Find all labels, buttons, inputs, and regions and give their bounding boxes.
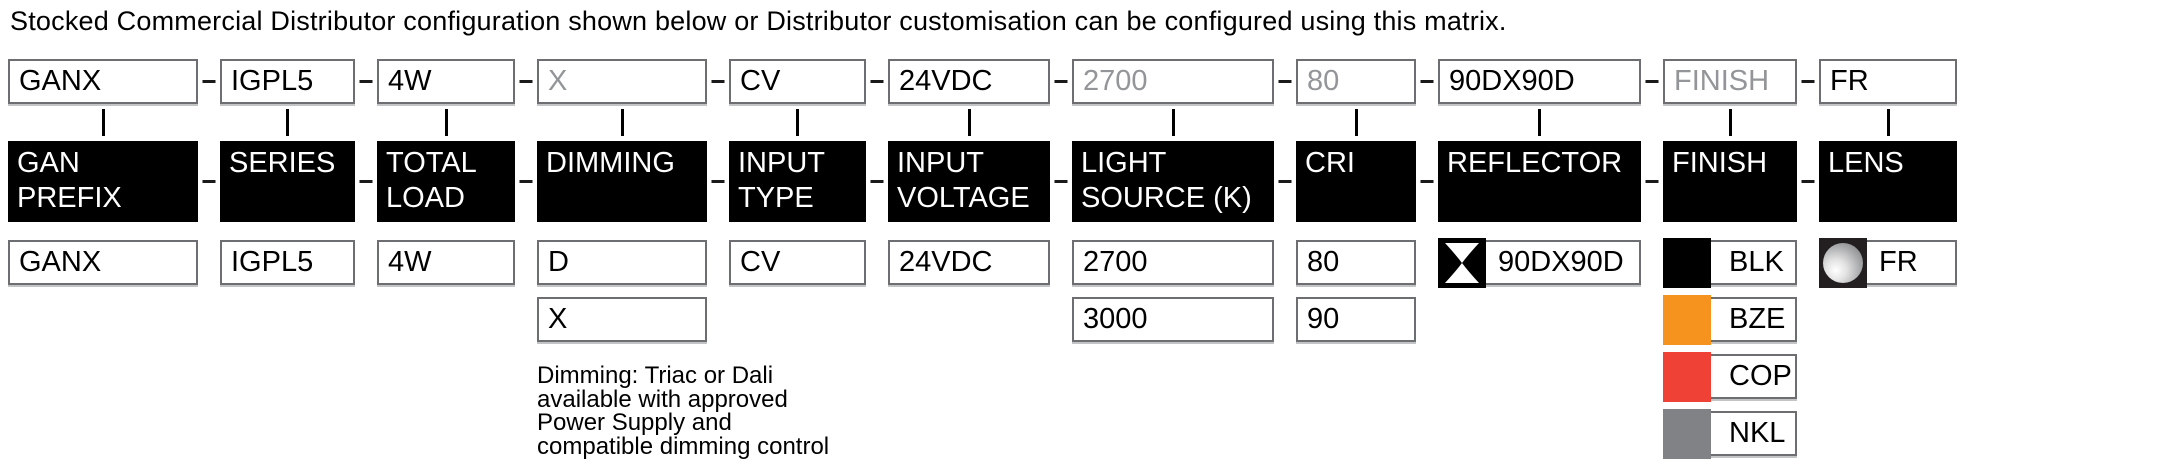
config-code-dimming: X	[537, 59, 707, 104]
config-code-input-voltage: 24VDC	[888, 59, 1050, 104]
matrix-instructions: Stocked Commercial Distributor configura…	[10, 6, 1507, 36]
column-reflector: 90DX90D REFLECTOR 90DX90D	[1438, 59, 1641, 288]
column-finish: FINISH FINISH BLK BZE COP NKL	[1663, 59, 1797, 459]
nickel-finish-swatch	[1663, 409, 1711, 459]
column-total-load: 4W TOTAL LOAD 4W	[377, 59, 515, 285]
option-cv: CV	[729, 240, 866, 285]
options-lens: FR	[1819, 238, 1957, 288]
options-input-voltage: 24VDC	[888, 240, 1050, 285]
header-series: SERIES	[220, 141, 355, 222]
dash-separator	[707, 59, 729, 222]
connector-line	[220, 104, 355, 141]
option-label: FR	[1879, 246, 1918, 278]
black-finish-swatch	[1663, 238, 1711, 288]
options-dimming: D X Dimming: Triac or Dali available wit…	[537, 240, 829, 458]
config-code-light-source: 2700	[1072, 59, 1274, 104]
dash-separator	[1050, 59, 1072, 222]
connector-line	[1438, 104, 1641, 141]
option-4w: 4W	[377, 240, 515, 285]
column-input-voltage: 24VDC INPUT VOLTAGE 24VDC	[888, 59, 1050, 285]
column-cri: 80 CRI 80 90	[1296, 59, 1416, 342]
options-cri: 80 90	[1296, 240, 1416, 342]
config-code-input-type: CV	[729, 59, 866, 104]
bronze-finish-swatch	[1663, 295, 1711, 345]
options-light-source: 2700 3000	[1072, 240, 1274, 342]
matrix-grid: GANX GAN PREFIX GANX IGPL5 SERIES IGPL5 …	[8, 59, 1957, 459]
option-dimming-x: X	[537, 297, 707, 342]
option-label: 90DX90D	[1498, 246, 1624, 278]
header-finish: FINISH	[1663, 141, 1797, 222]
options-gan-prefix: GANX	[8, 240, 198, 285]
header-reflector: REFLECTOR	[1438, 141, 1641, 222]
dash-separator	[355, 59, 377, 222]
dash-separator	[198, 59, 220, 222]
connector-line	[537, 104, 707, 141]
option-finish-nkl: NKL	[1663, 409, 1797, 459]
header-cri: CRI	[1296, 141, 1416, 222]
connector-line	[8, 104, 198, 141]
option-label: NKL	[1729, 417, 1786, 449]
options-input-type: CV	[729, 240, 866, 285]
option-cri-90: 90	[1296, 297, 1416, 342]
option-90dx90d: 90DX90D	[1438, 238, 1641, 288]
config-code-reflector: 90DX90D	[1438, 59, 1641, 104]
config-code-total-load: 4W	[377, 59, 515, 104]
header-input-type: INPUT TYPE	[729, 141, 866, 222]
connector-line	[888, 104, 1050, 141]
header-total-load: TOTAL LOAD	[377, 141, 515, 222]
config-code-lens: FR	[1819, 59, 1957, 104]
header-dimming: DIMMING	[537, 141, 707, 222]
dash-separator	[1416, 59, 1438, 222]
connector-line	[729, 104, 866, 141]
column-series: IGPL5 SERIES IGPL5	[220, 59, 355, 285]
option-finish-blk: BLK	[1663, 238, 1797, 288]
connector-line	[1072, 104, 1274, 141]
option-label: BLK	[1729, 246, 1784, 278]
config-code-finish: FINISH	[1663, 59, 1797, 104]
option-finish-cop: COP	[1663, 352, 1797, 402]
column-dimming: X DIMMING D X Dimming: Triac or Dali ava…	[537, 59, 829, 458]
connector-line	[1296, 104, 1416, 141]
option-24vdc: 24VDC	[888, 240, 1050, 285]
header-light-source: LIGHT SOURCE (K)	[1072, 141, 1274, 222]
option-3000k: 3000	[1072, 297, 1274, 342]
options-finish: BLK BZE COP NKL	[1663, 238, 1797, 459]
frosted-sphere	[1823, 243, 1863, 283]
column-lens: FR LENS FR	[1819, 59, 1957, 288]
header-input-voltage: INPUT VOLTAGE	[888, 141, 1050, 222]
option-cri-80: 80	[1296, 240, 1416, 285]
dimming-note: Dimming: Triac or Dali available with ap…	[537, 362, 830, 460]
config-code-gan-prefix: GANX	[8, 59, 198, 104]
options-reflector: 90DX90D	[1438, 238, 1641, 288]
dash-separator	[1274, 59, 1296, 222]
option-finish-bze: BZE	[1663, 295, 1797, 345]
connector-line	[377, 104, 515, 141]
option-label: COP	[1729, 360, 1792, 392]
dash-separator	[1641, 59, 1663, 222]
dash-separator	[1797, 59, 1819, 222]
copper-finish-swatch	[1663, 352, 1711, 402]
option-2700k: 2700	[1072, 240, 1274, 285]
options-series: IGPL5	[220, 240, 355, 285]
frosted-lens-icon	[1819, 238, 1867, 288]
dash-separator	[866, 59, 888, 222]
column-gan-prefix: GANX GAN PREFIX GANX	[8, 59, 198, 285]
option-lens-fr: FR	[1819, 238, 1957, 288]
option-igpl5: IGPL5	[220, 240, 355, 285]
connector-line	[1663, 104, 1797, 141]
option-ganx: GANX	[8, 240, 198, 285]
dash-separator	[515, 59, 537, 222]
header-gan-prefix: GAN PREFIX	[8, 141, 198, 222]
beam-angle-icon	[1438, 238, 1486, 288]
header-lens: LENS	[1819, 141, 1957, 222]
column-input-type: CV INPUT TYPE CV	[729, 59, 866, 285]
option-dimming-d: D	[537, 240, 707, 285]
config-code-series: IGPL5	[220, 59, 355, 104]
connector-line	[1819, 104, 1957, 141]
config-code-cri: 80	[1296, 59, 1416, 104]
options-total-load: 4W	[377, 240, 515, 285]
column-light-source: 2700 LIGHT SOURCE (K) 2700 3000	[1072, 59, 1274, 342]
option-label: BZE	[1729, 303, 1786, 335]
